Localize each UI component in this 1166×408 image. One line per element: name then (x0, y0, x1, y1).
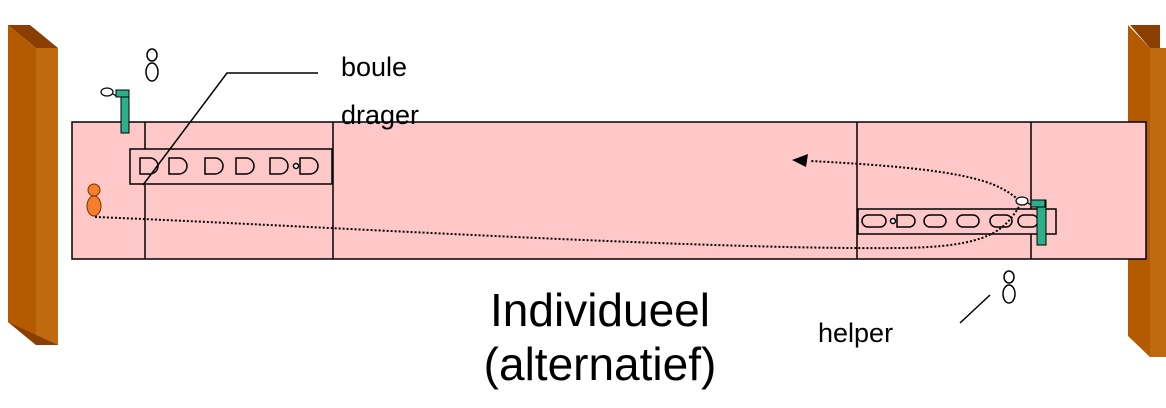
label-pointer-boule (142, 72, 318, 186)
arrow-head (792, 154, 808, 167)
diagram-title-line1: Individueel (490, 284, 710, 336)
playing-field (71, 121, 1147, 260)
boules-right (861, 214, 1039, 228)
backboard-left (8, 25, 58, 345)
throw-path (94, 204, 1021, 250)
boules-left (139, 157, 319, 175)
diagram-title-line2: (alternatief) (483, 338, 717, 390)
boule-holder-left (129, 148, 333, 185)
label-drager: drager (341, 100, 420, 130)
label-helper: helper (818, 318, 894, 348)
marker-right (1015, 196, 1047, 246)
return-path (809, 160, 1026, 206)
figure-top-left (145, 48, 159, 82)
label-pointer-helper (959, 294, 991, 324)
player-orange (86, 183, 102, 217)
marker-left (100, 87, 130, 134)
label-boule: boule (341, 52, 408, 82)
helper-figure (1002, 270, 1016, 304)
